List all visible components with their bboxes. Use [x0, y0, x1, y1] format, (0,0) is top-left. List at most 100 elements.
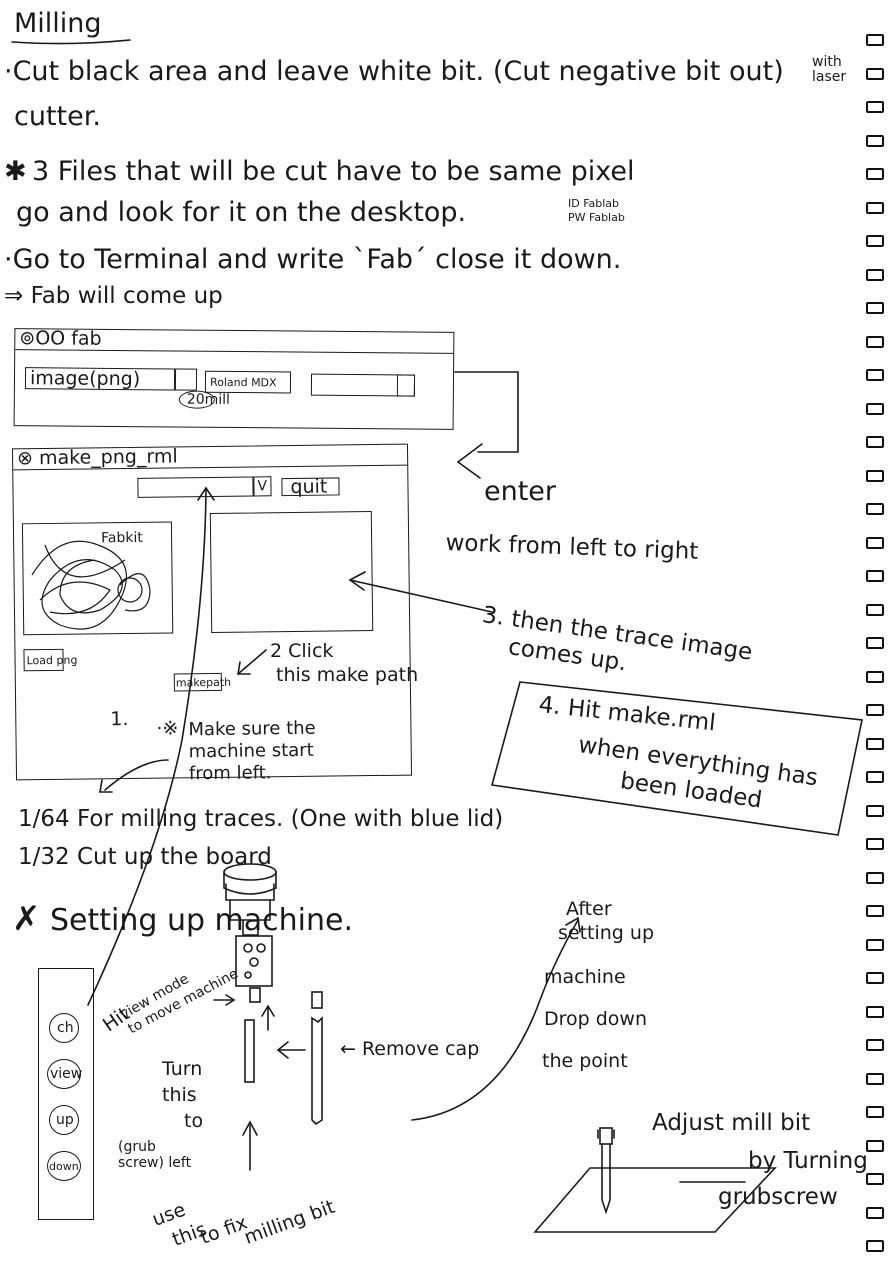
- load-png-button[interactable]: Load png: [23, 648, 77, 672]
- note-line-3: go and look for it on the desktop.: [16, 197, 467, 228]
- spiral-ring: [866, 804, 884, 817]
- image-dropdown[interactable]: [174, 368, 198, 391]
- spiral-ring: [866, 1240, 884, 1252]
- ch-label: ch: [57, 1020, 74, 1036]
- after-curve: [411, 919, 579, 1121]
- roland-mdx-label: Roland MDX: [209, 375, 277, 390]
- spiral-ring: [866, 771, 884, 783]
- step-1: 1.: [110, 708, 129, 731]
- makepath-button[interactable]: makepath: [173, 672, 231, 692]
- image-png-box[interactable]: image(png): [24, 367, 176, 391]
- quit-label: quit: [290, 475, 328, 499]
- spiral-ring: [866, 670, 884, 683]
- mill-label: 20mill: [186, 391, 231, 408]
- spiral-ring: [866, 168, 884, 180]
- spiral-ring: [866, 871, 884, 884]
- spiral-ring: [866, 67, 884, 80]
- turn-label: Turn: [162, 1058, 203, 1080]
- spiral-ring: [866, 101, 884, 113]
- image-png-label: image(png): [29, 367, 141, 391]
- dropdown-curve: [87, 489, 207, 1006]
- down-label: down: [49, 1160, 79, 1173]
- spiral-ring: [866, 235, 884, 247]
- bit-1-64: 1/64 For milling traces. (One with blue …: [18, 806, 504, 832]
- spiral-ring: [866, 603, 884, 616]
- title-underline: [11, 39, 131, 45]
- spiral-ring: [866, 704, 884, 716]
- rml-dropdown[interactable]: [137, 476, 254, 498]
- roland-mdx-box[interactable]: Roland MDX: [204, 370, 292, 394]
- trace-preview: [209, 511, 374, 634]
- fab-window: ⊚OO fab image(png) Roland MDX 20mill: [13, 327, 455, 430]
- after-line-3: machine: [544, 966, 626, 988]
- spiral-ring: [866, 436, 884, 448]
- spiral-ring: [866, 1072, 884, 1085]
- ch-button[interactable]: ch: [49, 1013, 79, 1043]
- note-line-2-mark: ✱: [4, 156, 27, 187]
- grub-label: (grub: [118, 1139, 156, 1155]
- note-line-1: ·Cut black area and leave white bit. (Cu…: [4, 56, 784, 87]
- spiral-ring: [866, 134, 884, 147]
- spiral-ring: [866, 1005, 884, 1018]
- load-png-label: Load png: [26, 653, 78, 668]
- view-button[interactable]: view: [47, 1059, 83, 1089]
- fab-text-field-end: [396, 374, 416, 397]
- spiral-ring: [866, 637, 884, 649]
- enter-bracket: [454, 371, 519, 453]
- adjust-mill-bit: Adjust mill bit: [652, 1110, 811, 1136]
- spiral-ring: [866, 737, 884, 750]
- spiral-ring: [866, 335, 884, 348]
- up-label: up: [56, 1112, 74, 1128]
- note-line-1-laser: laser: [812, 69, 847, 85]
- spiral-ring: [866, 1039, 884, 1051]
- up-button[interactable]: up: [49, 1105, 79, 1135]
- note-line-3-pw: PW Fablab: [568, 211, 625, 224]
- spiral-ring: [866, 905, 884, 917]
- after-line-1: After: [566, 898, 612, 920]
- down-button[interactable]: down: [47, 1151, 81, 1181]
- mill-plate: [533, 1167, 777, 1233]
- note-line-3-id: ID Fablab: [568, 197, 620, 210]
- step3-arrow: [349, 579, 493, 613]
- dropdown-glyph: V: [257, 478, 268, 495]
- spiral-ring: [866, 972, 884, 984]
- spiral-ring: [866, 402, 884, 415]
- rml-dropdown-toggle[interactable]: V: [253, 476, 272, 497]
- turn-this: this: [162, 1084, 197, 1106]
- hit-arrow: [104, 759, 169, 791]
- step2-arrow: [237, 649, 267, 675]
- machine-control-panel: ch view up down: [38, 968, 94, 1220]
- quit-button[interactable]: quit: [281, 475, 340, 499]
- spiral-ring: [866, 1106, 884, 1118]
- adjust-grubscrew: grubscrew: [718, 1184, 838, 1210]
- step4-box: [490, 681, 863, 836]
- step-2a: 2 Click: [270, 640, 334, 662]
- note-line-2: 3 Files that will be cut have to be same…: [32, 156, 635, 187]
- spiral-ring: [866, 570, 884, 582]
- spiral-ring: [866, 503, 884, 515]
- spiral-ring: [866, 302, 884, 314]
- spiral-ring: [866, 838, 884, 850]
- spiral-ring: [866, 1173, 884, 1185]
- png-preview: Fabkit: [21, 521, 174, 636]
- remove-cap-note: ← Remove cap: [340, 1038, 480, 1060]
- step-2b: this make path: [276, 664, 419, 686]
- fab-window-title: ⊚OO fab: [19, 327, 102, 350]
- enter-arrow: [456, 443, 483, 479]
- after-line-5: the point: [542, 1050, 628, 1072]
- spiral-ring: [866, 469, 884, 482]
- spiral-ring: [866, 1206, 884, 1219]
- after-line-4: Drop down: [544, 1008, 648, 1030]
- spiral-ring: [866, 536, 884, 549]
- note-line-1-with: with: [812, 54, 842, 70]
- make-sure-note: Make sure the machine start from left.: [188, 717, 316, 785]
- view-label: view: [50, 1066, 83, 1082]
- page-title: Milling: [14, 8, 102, 39]
- spiral-ring: [866, 268, 884, 281]
- note-line-5: ⇒ Fab will come up: [4, 283, 223, 309]
- turn-to: to: [184, 1110, 204, 1132]
- make-png-rml-window: ⊗ make_png_rml V quit Fabkit Load png ma…: [11, 443, 413, 784]
- note-line-1b: cutter.: [14, 101, 101, 132]
- after-line-2: setting up: [558, 922, 655, 944]
- preview-label: Fabkit: [100, 529, 143, 547]
